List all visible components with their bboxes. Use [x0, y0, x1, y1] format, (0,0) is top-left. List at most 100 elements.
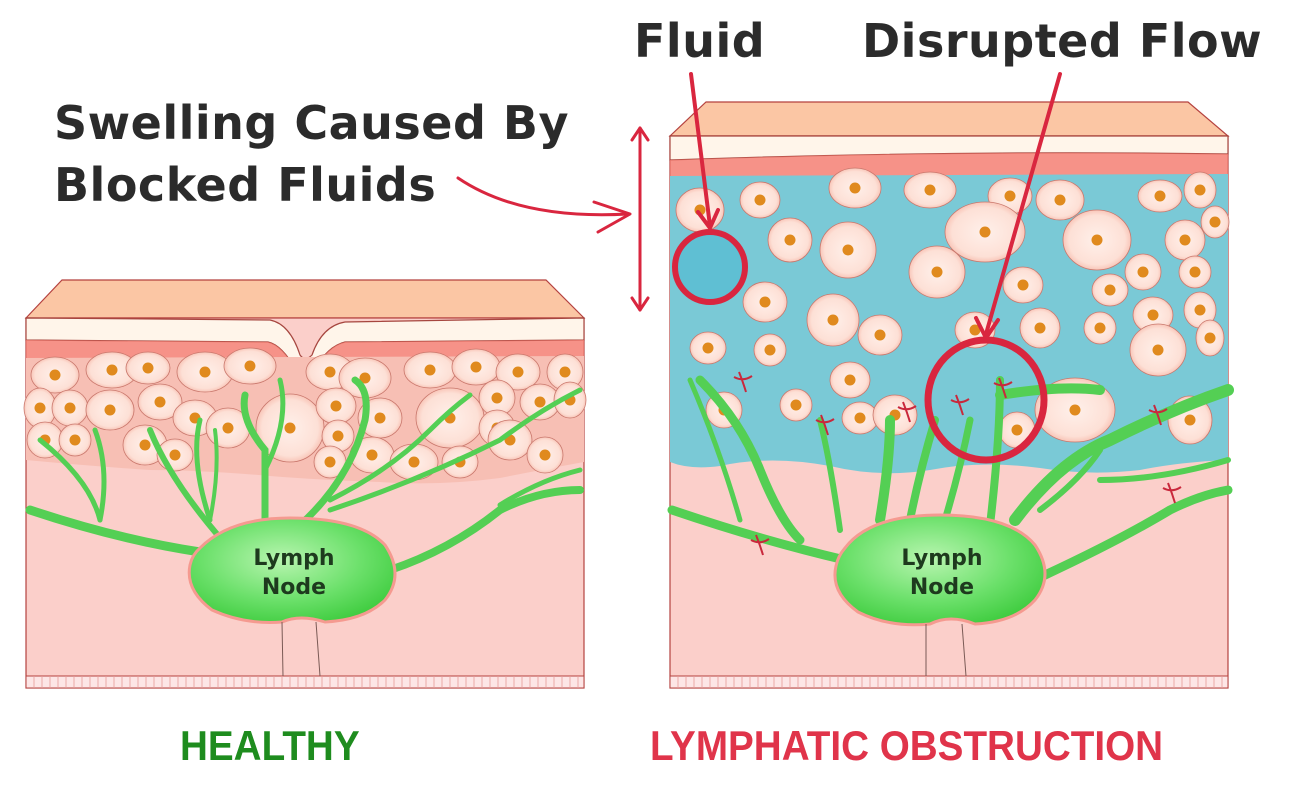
fluid-callout-circle	[672, 229, 748, 305]
cell-nucleus	[827, 314, 839, 326]
cell-nucleus	[1137, 266, 1149, 278]
disrupted-flow-annotation: Disrupted Flow	[862, 14, 1263, 68]
cell-nucleus	[534, 396, 546, 408]
cell-nucleus	[366, 449, 378, 461]
cell-nucleus	[470, 361, 482, 373]
cell-nucleus	[324, 366, 336, 378]
blockage-x-mark	[950, 394, 970, 416]
obstruction-lymph-node	[833, 513, 1047, 627]
healthy-node-label-line1: Lymph	[253, 546, 334, 571]
blockage-x-mark	[750, 534, 770, 556]
cell-nucleus	[1004, 190, 1016, 202]
cell-nucleus	[759, 296, 771, 308]
cell-nucleus	[1152, 344, 1164, 356]
swelling-annotation: Swelling Caused By Blocked Fluids	[54, 92, 569, 216]
cell-nucleus	[854, 412, 866, 424]
cell-nucleus	[539, 449, 551, 461]
cell-nucleus	[1154, 190, 1166, 202]
healthy-base-ticks	[33, 676, 579, 688]
healthy-base-strip	[25, 675, 585, 689]
cell-nucleus	[324, 456, 336, 468]
cell-nucleus	[1184, 414, 1196, 426]
cell-nucleus	[106, 364, 118, 376]
cell-nucleus	[244, 360, 256, 372]
healthy-cells	[23, 347, 587, 481]
cell-nucleus	[969, 324, 981, 336]
cell-nucleus	[222, 422, 234, 434]
cell-nucleus	[1204, 332, 1216, 344]
cell-nucleus	[139, 439, 151, 451]
cell-nucleus	[924, 184, 936, 196]
cell-nucleus	[1194, 304, 1206, 316]
blockage-x-mark	[1162, 482, 1182, 504]
cell-nucleus	[874, 329, 886, 341]
healthy-lymph-node	[187, 516, 397, 624]
swelling-annotation-line1: Swelling Caused By	[54, 96, 569, 150]
disrupted-flow-pointer-arrow	[984, 72, 1062, 336]
healthy-skin-surface	[24, 279, 586, 319]
healthy-caption: HEALTHY	[180, 722, 360, 769]
cell-nucleus	[1094, 322, 1106, 334]
blockage-x-mark	[1148, 404, 1168, 426]
obstruction-skin-surface	[668, 101, 1230, 137]
cell-nucleus	[284, 422, 296, 434]
cell-nucleus	[754, 194, 766, 206]
cell-nucleus	[844, 374, 856, 386]
cell-nucleus	[142, 362, 154, 374]
obstruction-node-vessels	[925, 623, 967, 677]
cell-nucleus	[1189, 266, 1201, 278]
fluid-annotation: Fluid	[634, 14, 766, 68]
cell-nucleus	[1147, 309, 1159, 321]
cell-nucleus	[332, 430, 344, 442]
cell-nucleus	[49, 369, 61, 381]
swelling-arrow-bottom-head	[630, 296, 650, 312]
fluid-arrow-head	[696, 208, 720, 230]
healthy-lymph-vessels	[25, 376, 584, 574]
blockage-x-mark	[815, 414, 835, 436]
healthy-skin-panel: Lymph Node	[23, 279, 587, 689]
blockage-x-mark	[733, 371, 753, 393]
cell-nucleus	[169, 449, 181, 461]
cell-nucleus	[104, 404, 116, 416]
cell-nucleus	[1069, 404, 1081, 416]
cell-nucleus	[1179, 234, 1191, 246]
cell-nucleus	[330, 400, 342, 412]
cell-nucleus	[979, 226, 991, 238]
obstruction-base-ticks	[677, 676, 1223, 688]
cell-nucleus	[1104, 284, 1116, 296]
cell-nucleus	[34, 402, 46, 414]
swelling-pointer-arrow-head	[592, 200, 632, 234]
cell-nucleus	[154, 396, 166, 408]
healthy-node-vessels	[281, 621, 321, 677]
cell-nucleus	[199, 366, 211, 378]
cell-nucleus	[764, 344, 776, 356]
cell-nucleus	[790, 399, 802, 411]
obstruction-blockage-marks	[733, 371, 1182, 556]
obstruction-base-strip	[669, 675, 1229, 689]
cell-nucleus	[408, 456, 420, 468]
fluid-pointer-arrow	[689, 72, 712, 228]
cell-nucleus	[1011, 424, 1023, 436]
obstruction-cells	[675, 167, 1230, 449]
cell-nucleus	[842, 244, 854, 256]
swelling-annotation-line2: Blocked Fluids	[54, 158, 437, 212]
obstruction-node-label-line1: Lymph	[901, 546, 982, 571]
cell-nucleus	[559, 366, 571, 378]
blockage-x-mark	[993, 377, 1013, 399]
cell-nucleus	[424, 364, 436, 376]
healthy-dermis-band	[26, 340, 584, 375]
cell-nucleus	[849, 182, 861, 194]
cell-nucleus	[64, 402, 76, 414]
swelling-arrow-top-head	[630, 126, 650, 142]
obstruction-node-label-line2: Node	[910, 575, 974, 600]
obstruction-caption: LYMPHATIC OBSTRUCTION	[650, 722, 1164, 769]
obstruction-dermis-band	[670, 152, 1228, 178]
cell-nucleus	[1054, 194, 1066, 206]
cell-nucleus	[1194, 184, 1206, 196]
healthy-node-label-line2: Node	[262, 575, 326, 600]
cell-nucleus	[69, 434, 81, 446]
cell-nucleus	[491, 392, 503, 404]
cell-nucleus	[931, 266, 943, 278]
cell-nucleus	[1091, 234, 1103, 246]
